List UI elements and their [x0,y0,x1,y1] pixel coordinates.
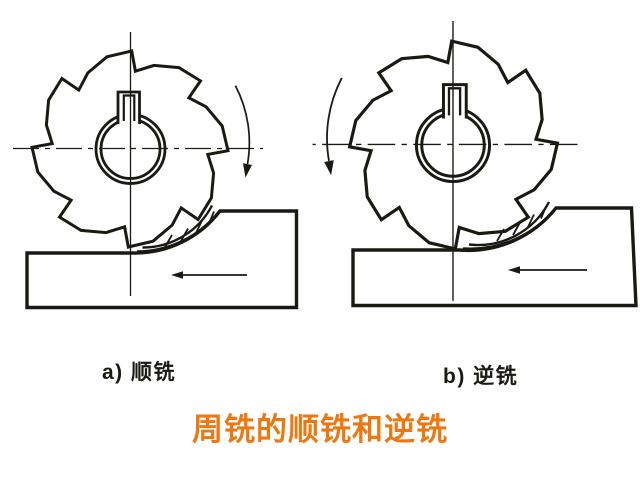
workpiece-a [25,209,299,310]
feed-arrow-b-head [508,266,520,274]
page-title: 周铣的顺铣和逆铣 [192,412,448,447]
chip-crescent-b-lower [462,209,555,250]
chip-crescent-a-lower [136,211,220,253]
caption-conventional-milling: b) 逆铣 [443,365,519,388]
chip-hatching-a [164,211,215,248]
chip-crescent-b-upper [468,201,551,247]
panel-a [11,30,299,310]
caption-climb-milling: a) 顺铣 [102,361,177,384]
milling-diagram [11,19,638,310]
workpiece-b [351,206,638,308]
cutter-a [11,30,265,298]
panel-b [310,19,638,308]
feed-arrow-a-head [171,271,183,279]
